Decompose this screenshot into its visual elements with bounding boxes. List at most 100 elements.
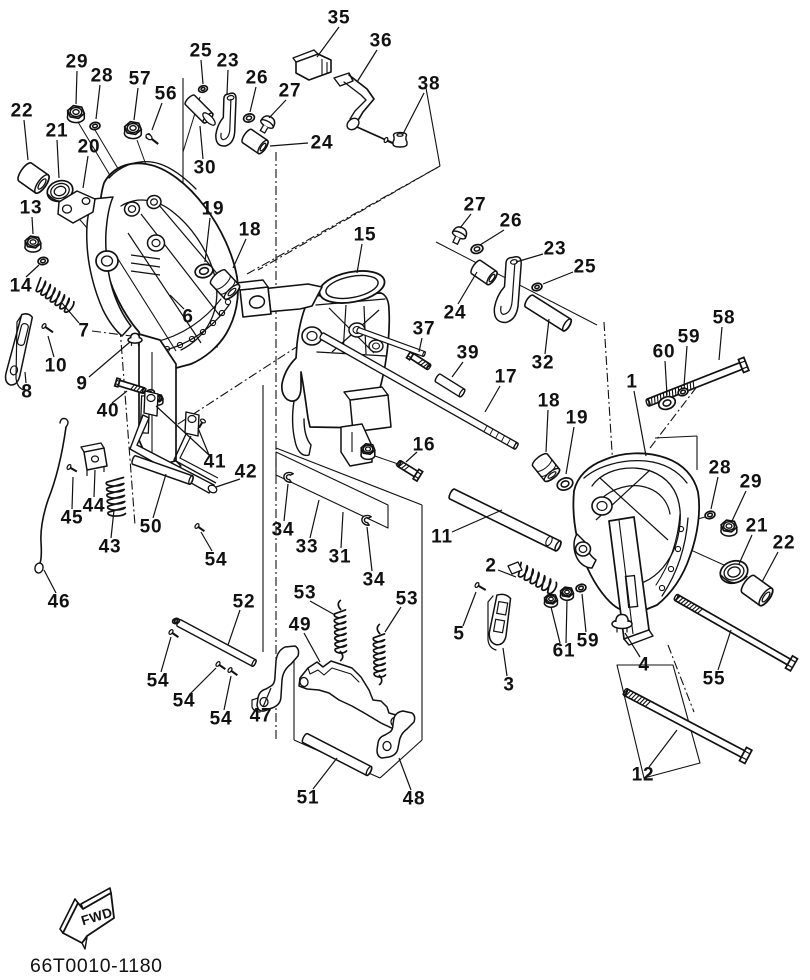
callout-57-leader xyxy=(133,87,139,121)
callout-59-label: 59 xyxy=(577,631,600,652)
callout-2-label: 2 xyxy=(485,556,496,577)
callout-23-label: 23 xyxy=(544,239,567,260)
part-28-washer-right xyxy=(704,510,716,520)
callout-44-leader xyxy=(93,469,96,498)
callout-54-label: 54 xyxy=(205,550,228,571)
callout-34-label: 34 xyxy=(363,570,386,591)
callout-20-leader xyxy=(82,155,89,189)
part-54-screws xyxy=(168,523,238,677)
callout-61-label: 61 xyxy=(553,641,576,662)
callout-54-leader xyxy=(223,675,232,711)
callout-22-label: 22 xyxy=(773,533,796,554)
part-26-washer-right xyxy=(470,243,484,255)
part-34-eclip-right xyxy=(361,514,372,526)
callout-43-leader xyxy=(110,509,115,539)
callout-51-label: 51 xyxy=(297,788,320,809)
callout-52-leader xyxy=(227,609,241,646)
callout-7-label: 7 xyxy=(78,321,89,342)
part-21-ringnut-right xyxy=(719,559,749,585)
callout-58-label: 58 xyxy=(713,308,736,329)
callout-9-label: 9 xyxy=(76,374,87,395)
part-20-plate xyxy=(57,190,96,224)
callout-39-label: 39 xyxy=(457,343,480,364)
part-25-washer-left xyxy=(197,84,209,94)
callout-6-leader xyxy=(169,294,185,310)
part-61-nuts xyxy=(543,586,575,608)
part-45-screw xyxy=(66,463,78,473)
part-rod-upper xyxy=(356,326,426,358)
part-17-bolt xyxy=(319,332,519,450)
callout-25-leader xyxy=(542,271,574,285)
callout-25-label: 25 xyxy=(190,41,213,62)
callout-16-label: 16 xyxy=(413,435,436,456)
callout-34-label: 34 xyxy=(272,520,295,541)
callout-49-leader xyxy=(303,632,321,663)
callout-19-leader xyxy=(565,426,575,475)
part-24-bushing-right xyxy=(470,259,498,286)
callout-31-leader xyxy=(340,511,344,549)
part-10-screw xyxy=(41,323,54,334)
callout-1-label: 1 xyxy=(626,372,637,393)
callout-28-leader xyxy=(95,84,101,120)
callout-38-leader xyxy=(402,92,425,135)
callout-27-leader xyxy=(268,99,287,119)
callout-17-leader xyxy=(484,385,501,413)
callout-33-leader xyxy=(309,499,320,539)
callout-12-label: 12 xyxy=(632,765,655,786)
callout-60-leader xyxy=(664,360,668,396)
part-35-knob-block xyxy=(292,49,332,81)
part-18-bushing-left xyxy=(209,269,241,301)
callout-55-leader xyxy=(717,629,732,671)
callout-14-leader xyxy=(25,264,40,278)
callout-32-leader xyxy=(544,318,550,355)
callout-48-leader xyxy=(398,757,412,791)
callout-19-label: 19 xyxy=(202,199,225,220)
callout-10-label: 10 xyxy=(45,356,68,377)
callout-23-leader xyxy=(226,69,229,95)
callout-26-leader xyxy=(479,229,505,246)
callout-4-label: 4 xyxy=(638,655,649,676)
part-27-knob-right xyxy=(451,226,468,246)
callout-18-label: 18 xyxy=(538,391,561,412)
callout-56-label: 56 xyxy=(155,84,178,105)
callout-26-label: 26 xyxy=(500,211,523,232)
callout-59-leader xyxy=(581,593,587,633)
callout-28-label: 28 xyxy=(91,66,114,87)
callout-50-leader xyxy=(152,473,167,519)
callout-23-leader xyxy=(515,253,544,263)
callout-3-leader xyxy=(502,647,508,677)
callout-44-label: 44 xyxy=(83,496,106,517)
part-28-washer-left xyxy=(89,121,101,131)
callout-22-leader xyxy=(761,551,779,583)
callout-24-label: 24 xyxy=(311,133,334,154)
callout-35-label: 35 xyxy=(328,8,351,29)
callout-43-label: 43 xyxy=(99,537,122,558)
callout-54-leader xyxy=(189,667,217,695)
part-59-washer-right xyxy=(677,387,689,397)
callout-30-label: 30 xyxy=(194,158,217,179)
callout-54-leader xyxy=(160,636,172,673)
part-18-bushing-right xyxy=(531,452,561,483)
callout-39-leader xyxy=(451,361,464,378)
callout-54-leader xyxy=(200,531,213,552)
callout-6-label: 6 xyxy=(182,307,193,328)
callout-21-label: 21 xyxy=(46,121,69,142)
part-13-nut xyxy=(24,235,42,253)
callout-20-label: 20 xyxy=(78,137,101,158)
callout-46-label: 46 xyxy=(48,592,71,613)
callout-18-leader xyxy=(232,238,247,269)
callout-3-label: 3 xyxy=(503,675,514,696)
part-1-clamp-bracket-right xyxy=(572,452,701,646)
callout-60-label: 60 xyxy=(653,342,676,363)
callout-58-leader xyxy=(718,326,723,361)
callout-54-label: 54 xyxy=(173,691,196,712)
callout-61-leader xyxy=(550,606,561,644)
part-48-latch xyxy=(376,710,416,759)
figure-code: 66T0010-1180 xyxy=(30,955,163,977)
part-47-latch xyxy=(251,645,300,713)
callout-9-leader xyxy=(88,341,131,378)
callout-13-leader xyxy=(31,216,34,235)
callout-21-leader xyxy=(738,534,753,565)
callout-25-label: 25 xyxy=(574,257,597,278)
